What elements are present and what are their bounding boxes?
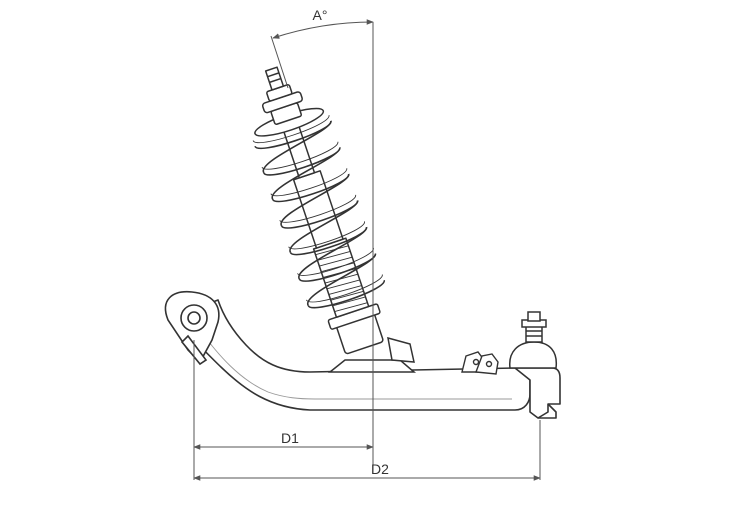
coil-spring — [252, 114, 385, 309]
sway-bar-bracket — [461, 351, 499, 375]
d1-label: D1 — [281, 430, 299, 446]
lower-shock-mount — [327, 336, 417, 373]
angle-label: A° — [313, 7, 328, 23]
dimension-lines — [193, 19, 541, 481]
shock-axis-reference-line — [270, 35, 289, 89]
coilover-shock — [254, 66, 384, 355]
d2-label: D2 — [371, 461, 389, 477]
control-arm — [171, 299, 561, 419]
ball-joint — [509, 311, 558, 369]
angle-arc — [272, 19, 374, 39]
